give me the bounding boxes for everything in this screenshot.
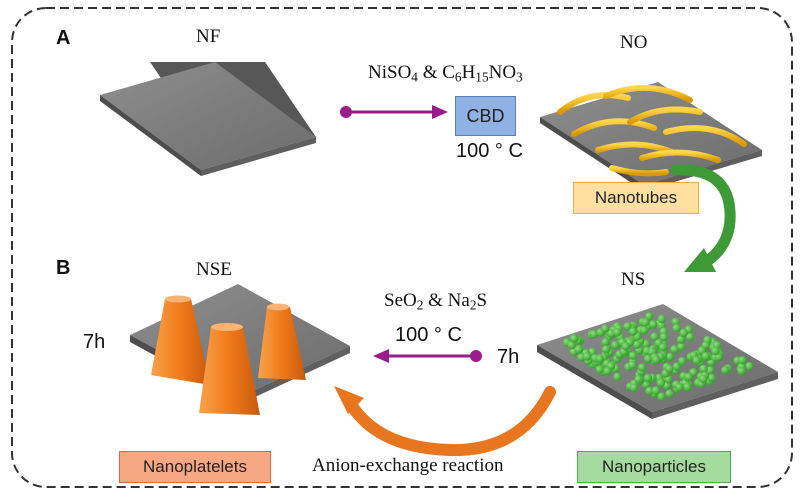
nanoparticle <box>679 328 688 338</box>
cbd-process-box: CBD <box>455 96 516 136</box>
nanoparticle <box>567 340 576 350</box>
state-label-ns: NS <box>621 269 646 290</box>
nanoparticle <box>745 362 754 371</box>
nanoparticle <box>595 354 605 363</box>
nanoparticle <box>628 351 638 360</box>
nanoparticle <box>675 383 684 392</box>
reagents-b: SeO2 & Na2S <box>384 290 488 313</box>
nanoparticle <box>738 356 747 365</box>
nanoparticle <box>645 386 654 396</box>
nanoparticle <box>623 322 632 331</box>
nanoparticle <box>629 383 639 392</box>
nanoparticle <box>670 345 679 354</box>
nanoparticle <box>595 365 604 374</box>
nanoparticle <box>721 366 730 375</box>
nanoparticle <box>574 345 583 354</box>
state-label-no: NO <box>620 32 648 53</box>
nanoparticle <box>658 343 668 352</box>
nanoparticle <box>656 378 665 388</box>
nanoparticles-label: Nanoparticles <box>577 451 731 483</box>
nanoparticle <box>676 335 686 344</box>
nanoparticle <box>621 342 630 351</box>
nanoparticle <box>672 362 681 371</box>
nanoparticle <box>657 392 666 401</box>
nanoparticle <box>645 312 654 321</box>
nanoparticle <box>707 373 716 383</box>
nanoparticle <box>659 332 669 342</box>
nanoparticle <box>634 375 643 384</box>
nanoparticle <box>672 323 681 333</box>
nanoparticle <box>701 352 710 361</box>
nanoparticle <box>637 363 647 372</box>
nanoparticle <box>601 345 611 354</box>
nanoparticle <box>570 334 579 343</box>
nanoparticle <box>641 318 650 327</box>
nanoparticle <box>665 389 674 398</box>
nanoplatelet-pyramids <box>151 295 306 415</box>
nanoparticle <box>603 366 612 376</box>
nanoparticle <box>686 332 695 342</box>
nanoparticle <box>649 320 658 329</box>
nanoparticle-dots <box>562 312 754 401</box>
panel-label-a: A <box>56 27 71 49</box>
nanoparticle <box>628 360 637 370</box>
nanoparticle <box>684 372 693 382</box>
nanoparticle <box>611 341 620 350</box>
nanoparticle <box>613 372 622 382</box>
nanoparticle <box>699 374 708 384</box>
state-label-nf: NF <box>196 26 221 47</box>
arrow-b <box>373 349 482 363</box>
time-label-nse: 7h <box>83 331 106 353</box>
nanoparticle <box>692 356 701 365</box>
nanotubes-label: Nanotubes <box>573 182 699 214</box>
nanoparticle <box>665 352 675 361</box>
nanoparticle <box>671 317 680 326</box>
reaction-label: Anion-exchange reaction <box>312 455 504 476</box>
dashed-border <box>11 7 793 488</box>
nanoparticle <box>652 355 661 364</box>
nanoparticle <box>601 337 610 347</box>
nanoparticle <box>665 364 674 373</box>
nanoparticle <box>699 364 708 374</box>
nanoparticle <box>589 330 599 339</box>
orange-curved-arrow <box>334 386 556 457</box>
nanoplatelets-label: Nanoplatelets <box>119 451 271 483</box>
nanoparticle <box>643 354 653 364</box>
nanoparticle <box>613 328 622 337</box>
nanoparticle <box>633 340 642 349</box>
panel-label-b: B <box>56 257 71 279</box>
nf-plate <box>100 62 316 176</box>
temperature-b: 100 ° C <box>395 324 462 346</box>
temperature-a: 100 ° C <box>456 140 523 162</box>
arrow-a <box>340 105 448 119</box>
nanoparticle <box>640 326 649 335</box>
green-curved-arrow <box>670 164 736 272</box>
time-label-ns: 7h <box>497 346 520 368</box>
nanoparticle <box>582 352 592 361</box>
nanoparticle <box>711 347 720 356</box>
nanoparticle <box>677 342 686 351</box>
nanoparticle <box>657 314 666 324</box>
nanoparticle <box>678 356 687 366</box>
reagents-a: NiSO4 & C6H15NO3 <box>368 62 523 85</box>
nanoparticle <box>706 366 715 375</box>
nanoparticle <box>683 382 692 392</box>
nanoparticle <box>629 327 638 336</box>
nanoparticle <box>737 366 746 376</box>
nanoparticle <box>601 324 610 333</box>
nanoparticle <box>651 386 661 395</box>
nanotube-arcs <box>557 85 747 177</box>
nanoparticle <box>650 332 659 341</box>
state-label-nse: NSE <box>196 259 232 280</box>
nanoparticle <box>643 373 653 383</box>
